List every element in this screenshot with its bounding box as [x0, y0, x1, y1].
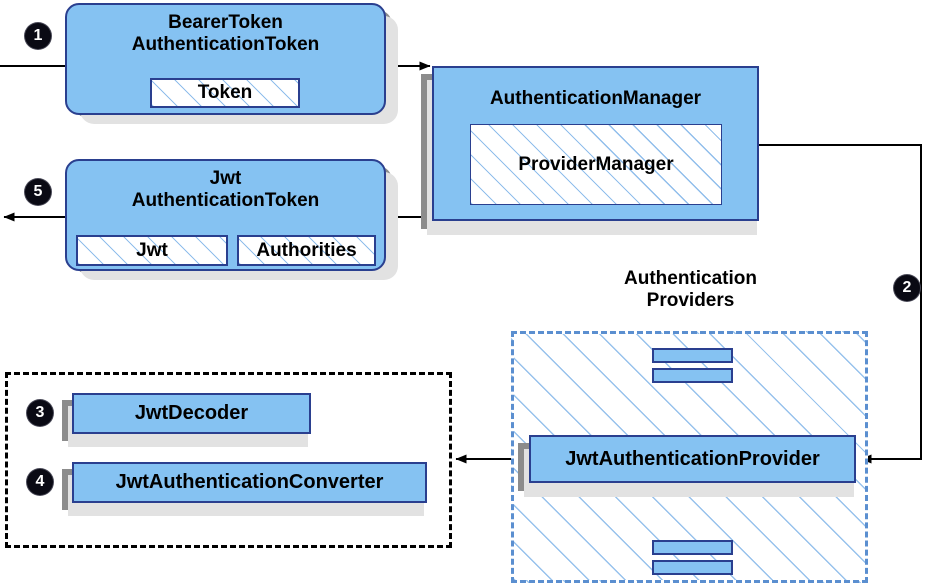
provider-bar-bottom-1 [652, 540, 733, 555]
provider-bar-bottom-2 [652, 560, 733, 575]
jwt-support-beans-container [5, 372, 452, 548]
jwt-authentication-converter-title: JwtAuthenticationConverter [115, 471, 384, 493]
node-jwt-authentication-provider[interactable]: JwtAuthenticationProvider [529, 435, 856, 483]
node-jwt-authentication-converter[interactable]: JwtAuthenticationConverter [72, 462, 427, 503]
jwt-authentication-token-title-line1: Jwt [209, 168, 242, 189]
jwt-authentication-token-title-line2: AuthenticationToken [131, 190, 320, 211]
authentication-providers-label: Authentication Providers [568, 268, 813, 312]
badge-step-2: 2 [894, 275, 920, 301]
authentication-manager-inner-provider-manager: ProviderManager [470, 124, 722, 205]
badge-step-3: 3 [27, 400, 53, 426]
bearer-token-inner-token: Token [150, 78, 300, 108]
jwt-authentication-token-inner-jwt: Jwt [76, 235, 228, 266]
jwt-authentication-provider-title: JwtAuthenticationProvider [565, 447, 820, 470]
provider-bar-top-2 [652, 368, 733, 383]
authentication-manager-title: AuthenticationManager [489, 88, 702, 109]
provider-bar-top-1 [652, 348, 733, 363]
badge-step-4: 4 [27, 469, 53, 495]
jwt-authentication-token-inner-authorities: Authorities [237, 235, 376, 266]
authentication-providers-label-line1: Authentication [624, 268, 757, 289]
bearer-token-title-line1: BearerToken [168, 12, 283, 33]
authentication-providers-label-line2: Providers [646, 289, 735, 311]
jwt-decoder-title: JwtDecoder [134, 402, 249, 424]
node-jwt-decoder[interactable]: JwtDecoder [72, 393, 311, 434]
badge-step-5: 5 [25, 179, 51, 205]
bearer-token-title-line2: AuthenticationToken [131, 34, 320, 55]
badge-step-1: 1 [25, 23, 51, 49]
